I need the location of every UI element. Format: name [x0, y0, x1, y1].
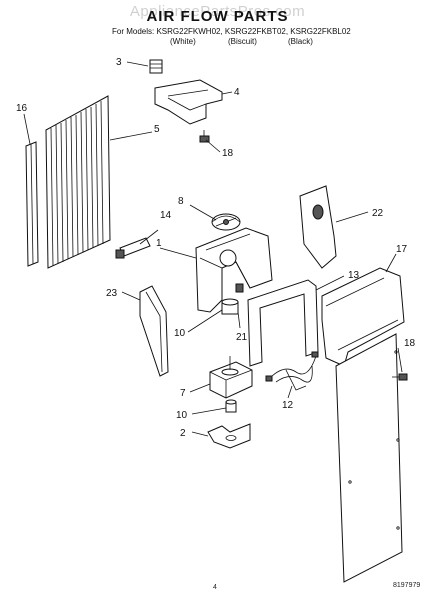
callout-2: 2: [180, 428, 186, 439]
part-18-screw-right: [392, 373, 408, 381]
callout-10-upper: 10: [174, 328, 186, 339]
color-biscuit: (Biscuit): [228, 37, 257, 46]
part-16-strip: [25, 141, 39, 267]
part-13-channel: [247, 279, 319, 367]
part-1-fan-housing: [195, 227, 273, 313]
document-number: 8197979: [393, 582, 421, 589]
leader-lines: [23, 61, 403, 437]
callout-16: 16: [16, 103, 28, 114]
models-line: For Models: KSRG22FKWH02, KSRG22FKBT02, …: [112, 27, 351, 36]
part-17-duct-cover: [321, 267, 405, 583]
callout-3: 3: [116, 57, 122, 68]
callout-13: 13: [348, 270, 360, 281]
callout-5: 5: [154, 124, 160, 135]
part-23-baffle: [139, 285, 169, 377]
callout-22: 22: [372, 208, 384, 219]
callout-12: 12: [282, 400, 294, 411]
color-black: (Black): [288, 37, 313, 46]
part-2-motor-bracket: [207, 423, 251, 449]
page-title: AIR FLOW PARTS: [146, 8, 289, 25]
page-number: 4: [213, 584, 217, 591]
callout-23: 23: [106, 288, 118, 299]
callout-labels: 3 4 5 18 16 8 14 1 22 17 13 23 21 10 18 …: [16, 57, 416, 439]
part-21-motor: [221, 283, 244, 315]
callout-14: 14: [160, 210, 172, 221]
part-18-screw-upper: [199, 130, 210, 143]
part-14-cylinder: [115, 237, 151, 259]
callout-7: 7: [180, 388, 186, 399]
callout-21: 21: [236, 332, 248, 343]
part-4-bracket: [154, 79, 223, 125]
callout-8: 8: [178, 196, 184, 207]
callout-10-lower: 10: [176, 410, 188, 421]
part-10-grommet-lower: [225, 399, 237, 413]
part-8-fan-blade: [211, 213, 241, 231]
part-12-wire-harness: [265, 351, 319, 391]
color-white: (White): [170, 37, 196, 46]
part-22-side-bracket: [299, 185, 337, 269]
part-5-grille: [45, 95, 111, 269]
callout-18-right: 18: [404, 338, 416, 349]
callout-17: 17: [396, 244, 408, 255]
part-7-fan-motor: [209, 356, 253, 399]
watermark: AppliancePartsPros.com: [129, 3, 306, 20]
callout-18-upper: 18: [222, 148, 234, 159]
callout-4: 4: [234, 87, 240, 98]
part-3-block: [149, 59, 163, 74]
callout-1: 1: [156, 238, 162, 249]
